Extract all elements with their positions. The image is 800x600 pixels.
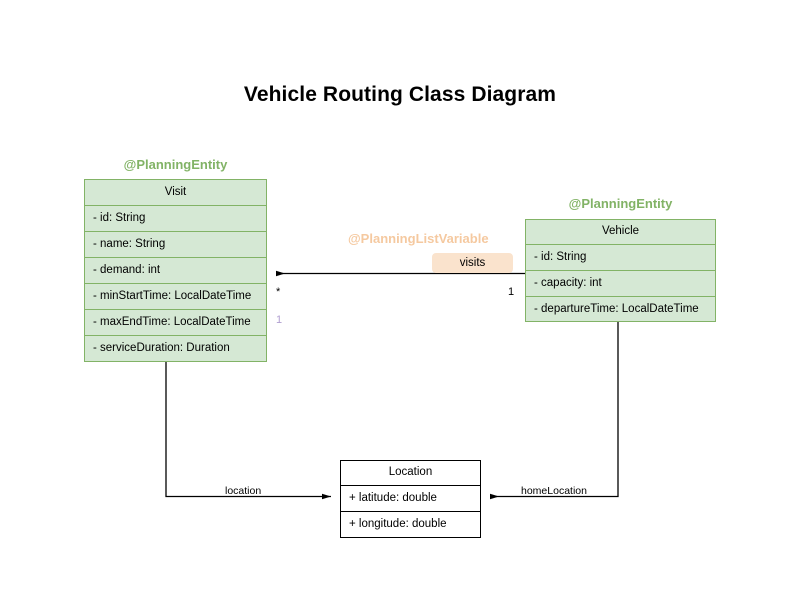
edge-visit-location (165, 362, 331, 500)
attribute-row: + latitude: double (341, 486, 480, 512)
attribute-row: - name: String (85, 232, 266, 258)
class-name-location: Location (341, 461, 480, 486)
multiplicity-visit-one: 1 (276, 314, 283, 326)
attribute-row: + longitude: double (349, 518, 447, 531)
class-box-visit[interactable]: Visit - id: String - name: String - dema… (84, 179, 267, 362)
edge-label-visits: visits (432, 253, 513, 273)
attribute-row: - minStartTime: LocalDateTime (85, 284, 266, 310)
attribute-row: - id: String (85, 206, 266, 232)
multiplicity-visit-many: * (276, 286, 281, 298)
stereotype-planning-list-variable: @PlanningListVariable (348, 231, 489, 246)
class-name-visit: Visit (85, 180, 266, 206)
class-name-vehicle: Vehicle (526, 220, 715, 245)
edge-label-homelocation: homeLocation (521, 485, 587, 497)
class-box-vehicle[interactable]: Vehicle - id: String - capacity: int - d… (525, 219, 716, 322)
page-title: Vehicle Routing Class Diagram (243, 83, 557, 106)
class-box-location[interactable]: Location + latitude: double + longitude:… (340, 460, 481, 538)
stereotype-vehicle: @PlanningEntity (568, 196, 673, 211)
attribute-row: - id: String (526, 245, 715, 271)
attribute-row: - capacity: int (526, 271, 715, 297)
edge-label-location: location (225, 485, 262, 497)
stereotype-visit: @PlanningEntity (123, 157, 228, 172)
attribute-row: - serviceDuration: Duration (93, 342, 230, 355)
edge-vehicle-homelocation (490, 322, 619, 500)
attribute-row: - departureTime: LocalDateTime (534, 303, 699, 316)
multiplicity-vehicle-one: 1 (508, 286, 515, 298)
attribute-row: - maxEndTime: LocalDateTime (85, 310, 266, 336)
attribute-row: - demand: int (85, 258, 266, 284)
